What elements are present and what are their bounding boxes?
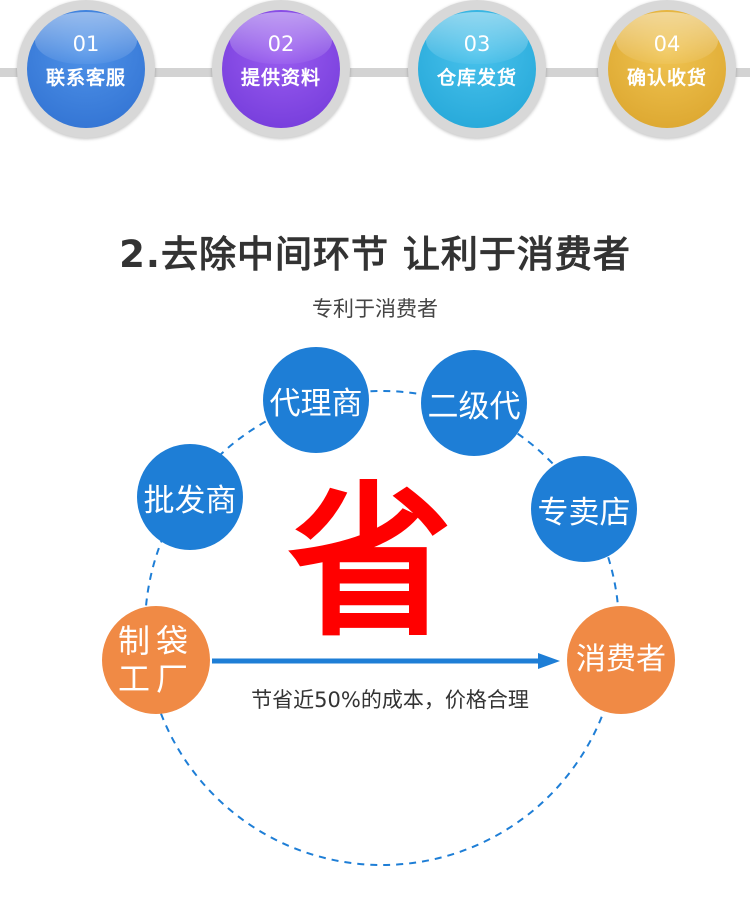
- node-store: 专卖店: [531, 456, 637, 562]
- step-4-number: 04: [653, 32, 681, 56]
- step-4: 04 确认收货: [598, 0, 736, 138]
- step-2: 02 提供资料: [212, 0, 350, 138]
- step-2-label: 提供资料: [240, 67, 321, 89]
- savings-note: 节省近50%的成本，价格合理: [251, 688, 529, 712]
- node-agent: 代理商: [263, 347, 369, 453]
- section-heading: 2.去除中间环节 让利于消费者: [119, 233, 631, 276]
- node-factory: 制袋 工厂: [102, 606, 210, 714]
- step-1-number: 01: [72, 32, 100, 56]
- step-1-label: 联系客服: [45, 67, 126, 89]
- step-1: 01 联系客服: [17, 0, 155, 138]
- node-secondary-agent: 二级代: [421, 350, 527, 456]
- step-1-circle: 01 联系客服: [27, 10, 145, 128]
- node-consumer-label: 消费者: [576, 642, 666, 677]
- step-2-circle: 02 提供资料: [222, 10, 340, 128]
- node-consumer: 消费者: [567, 606, 675, 714]
- node-factory-label-line2: 工厂: [117, 660, 194, 698]
- step-3-circle: 03 仓库发货: [418, 10, 536, 128]
- node-secondary-agent-label: 二级代: [427, 388, 521, 425]
- save-character: 省: [287, 467, 453, 659]
- node-factory-label-line1: 制袋: [117, 622, 194, 660]
- node-wholesaler-label: 批发商: [143, 482, 237, 519]
- arrow-head-icon: [538, 653, 560, 669]
- node-store-label: 专卖店: [537, 494, 631, 531]
- step-2-number: 02: [267, 32, 295, 56]
- section-subheading: 专利于消费者: [312, 297, 438, 321]
- node-agent-label: 代理商: [269, 385, 363, 422]
- step-3-label: 仓库发货: [436, 67, 517, 89]
- step-3: 03 仓库发货: [408, 0, 546, 138]
- step-connector-line: [0, 68, 750, 77]
- node-wholesaler: 批发商: [137, 444, 243, 550]
- step-4-label: 确认收货: [626, 67, 707, 89]
- step-4-circle: 04 确认收货: [608, 10, 726, 128]
- step-3-number: 03: [463, 32, 491, 56]
